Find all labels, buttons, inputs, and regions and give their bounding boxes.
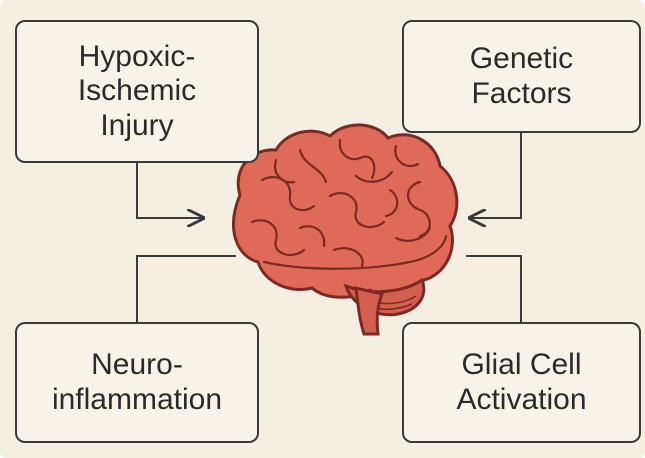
box-line: Injury [78,109,196,144]
box-line: Factors [470,77,573,112]
box-line: Hypoxic- [78,40,196,75]
box-label: Genetic Factors [470,42,573,111]
box-glial-cell-activation: Glial Cell Activation [402,322,641,443]
box-label: Hypoxic- Ischemic Injury [78,40,196,144]
box-line: Glial Cell [456,348,586,383]
box-line: Activation [456,383,586,418]
box-genetic-factors: Genetic Factors [402,20,641,133]
box-line: Neuro- [52,348,222,383]
box-line: Genetic [470,42,573,77]
box-line: inflammation [52,383,222,418]
box-label: Glial Cell Activation [456,348,586,417]
brain-stem [356,288,382,334]
box-line: Ischemic [78,74,196,109]
box-hypoxic-ischemic-injury: Hypoxic- Ischemic Injury [15,20,259,163]
box-label: Neuro- inflammation [52,348,222,417]
box-neuroinflammation: Neuro- inflammation [15,322,259,443]
